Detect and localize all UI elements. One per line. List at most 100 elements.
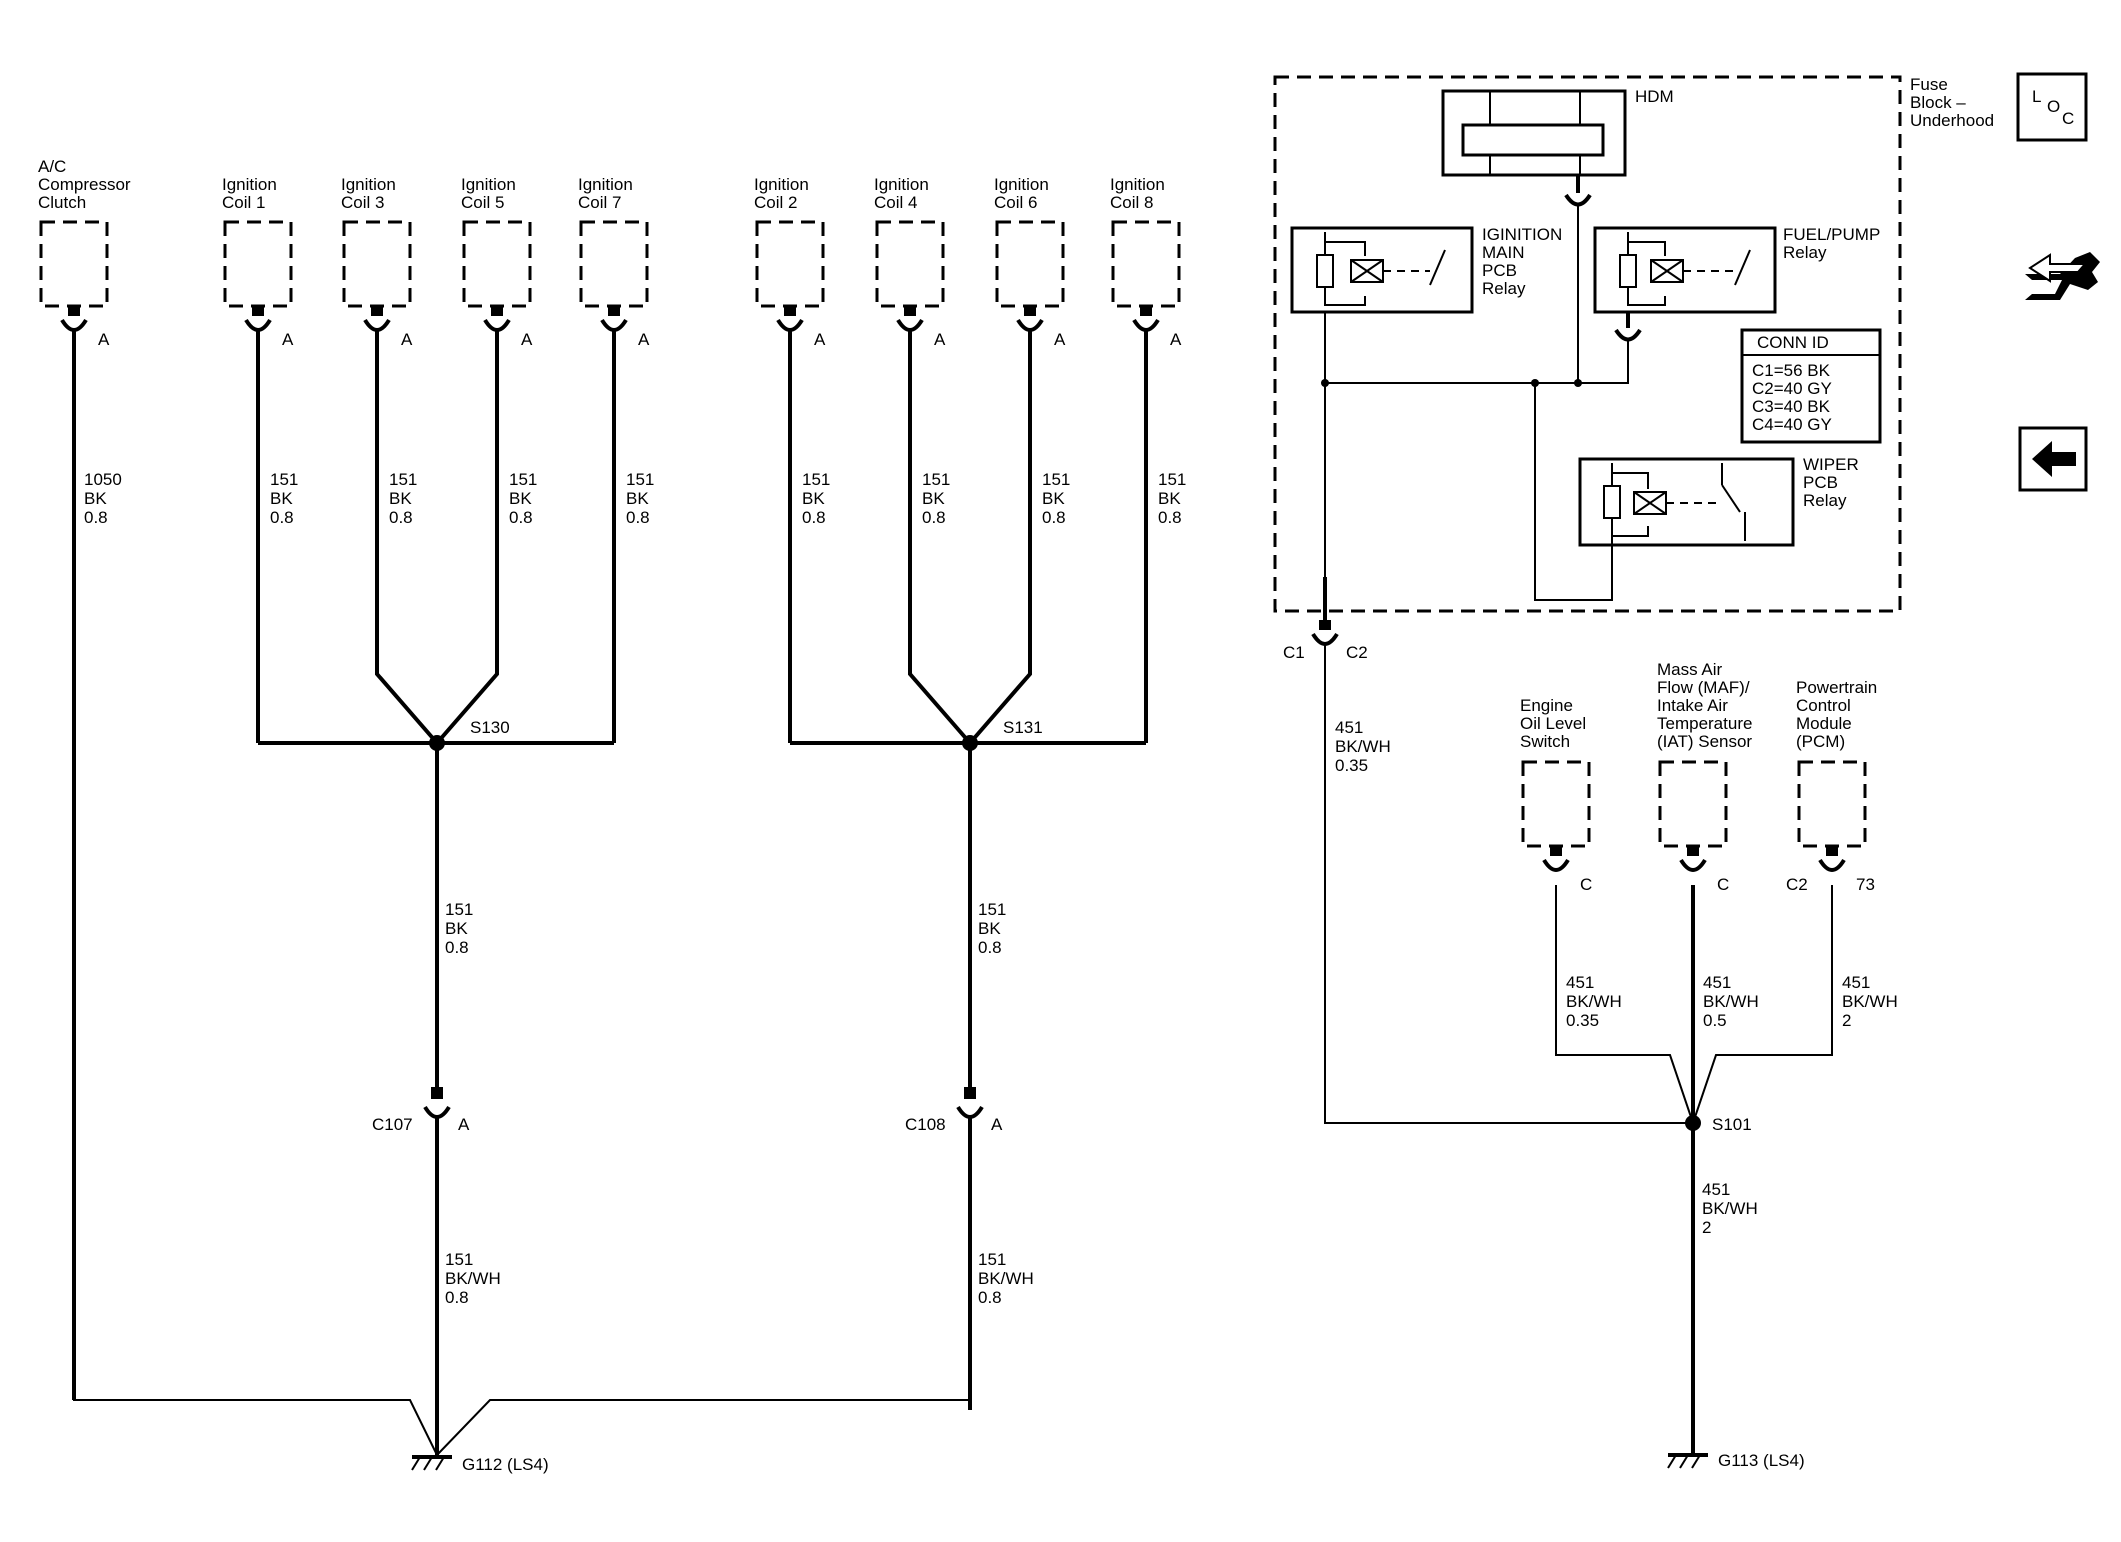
component-name-line: Coil 4 bbox=[874, 193, 917, 212]
g113-ground-symbol: G113 (LS4) bbox=[1667, 1451, 1805, 1470]
g113-label: G113 (LS4) bbox=[1718, 1451, 1805, 1470]
c108-connector: C108 A bbox=[905, 1087, 1003, 1410]
harness-icon[interactable] bbox=[2025, 252, 2100, 300]
wire-label: 151 bbox=[802, 470, 830, 489]
component-name-line: Ignition bbox=[222, 175, 277, 194]
s130-v-wires bbox=[375, 332, 499, 747]
svg-text:PCB: PCB bbox=[1803, 473, 1838, 492]
c108-label: C108 bbox=[905, 1115, 946, 1134]
fuse-block-underhood bbox=[1273, 75, 1902, 613]
wire-label: BK bbox=[1042, 489, 1065, 508]
component-name-line: Oil Level bbox=[1520, 714, 1586, 733]
component-name-line: Flow (MAF)/ bbox=[1657, 678, 1750, 697]
component-box bbox=[755, 220, 825, 308]
wire-label: 151 bbox=[270, 470, 298, 489]
s101-label: S101 bbox=[1712, 1115, 1752, 1134]
fuse-c2-label: C2 bbox=[1346, 643, 1368, 662]
pin-label: A bbox=[401, 330, 413, 349]
hdm-module: HDM bbox=[1441, 87, 1674, 383]
svg-text:0.8: 0.8 bbox=[978, 938, 1002, 957]
svg-text:451: 451 bbox=[1335, 718, 1363, 737]
component-name-line: Clutch bbox=[38, 193, 86, 212]
wire-label: BK bbox=[802, 489, 825, 508]
s131-v-wires bbox=[908, 332, 1032, 747]
component-name-line: Ignition bbox=[754, 175, 809, 194]
svg-text:Relay: Relay bbox=[1783, 243, 1827, 262]
component-name-line: Coil 1 bbox=[222, 193, 265, 212]
fuse-block-title: Fuse Block – Underhood bbox=[1910, 75, 1994, 130]
wire-label: BK/WH bbox=[1566, 992, 1622, 1011]
component-name-line: Coil 6 bbox=[994, 193, 1037, 212]
wire-label: 151 bbox=[1158, 470, 1186, 489]
s101-ground-wire-label: 451 BK/WH 2 bbox=[1702, 1180, 1758, 1237]
c108-ground-wire-label: 151 BK/WH 0.8 bbox=[978, 1250, 1034, 1307]
wire-label: 0.8 bbox=[922, 508, 946, 527]
svg-text:C1=56 BK: C1=56 BK bbox=[1752, 361, 1831, 380]
pin-label: A bbox=[1054, 330, 1066, 349]
wire-label: 0.5 bbox=[1703, 1011, 1727, 1030]
loc-icon[interactable]: L O C bbox=[2016, 72, 2088, 142]
svg-text:151: 151 bbox=[445, 1250, 473, 1269]
svg-text:151: 151 bbox=[445, 900, 473, 919]
svg-text:151: 151 bbox=[978, 900, 1006, 919]
component-box bbox=[579, 220, 649, 308]
component-box bbox=[1797, 760, 1867, 848]
back-arrow-icon[interactable] bbox=[2018, 426, 2088, 492]
component-name-line: Temperature bbox=[1657, 714, 1752, 733]
s131-ground-run bbox=[436, 1399, 970, 1456]
component-name-line: Ignition bbox=[341, 175, 396, 194]
hdm-label: HDM bbox=[1635, 87, 1674, 106]
wire-label: BK/WH bbox=[1703, 992, 1759, 1011]
svg-text:Underhood: Underhood bbox=[1910, 111, 1994, 130]
fuse-block-out-wire-label: 451 BK/WH 0.35 bbox=[1335, 718, 1391, 775]
wire-label: 451 bbox=[1842, 973, 1870, 992]
g112-ground-symbol: G112 (LS4) bbox=[411, 1455, 549, 1474]
junction-dot-ign bbox=[1321, 379, 1329, 387]
component-pcm: PowertrainControlModule(PCM)73C2451BK/WH… bbox=[1786, 678, 1898, 1030]
wire-label: 0.8 bbox=[84, 508, 108, 527]
s130-label: S130 bbox=[470, 718, 510, 737]
conn-id-title: CONN ID bbox=[1757, 333, 1829, 352]
component-name-line: Control bbox=[1796, 696, 1851, 715]
svg-text:IGINITION: IGINITION bbox=[1482, 225, 1562, 244]
c108-pin: A bbox=[991, 1115, 1003, 1134]
svg-text:2: 2 bbox=[1702, 1218, 1711, 1237]
pin-label: A bbox=[521, 330, 533, 349]
component-name-line: Ignition bbox=[578, 175, 633, 194]
svg-text:BK: BK bbox=[445, 919, 468, 938]
wire-label: 151 bbox=[922, 470, 950, 489]
svg-text:BK/WH: BK/WH bbox=[1702, 1199, 1758, 1218]
component-box bbox=[1111, 220, 1181, 308]
c107-connector: C107 A bbox=[372, 1087, 470, 1410]
wire-label: 451 bbox=[1703, 973, 1731, 992]
pin-label: C bbox=[1580, 875, 1592, 894]
svg-text:C3=40 BK: C3=40 BK bbox=[1752, 397, 1831, 416]
svg-text:0.8: 0.8 bbox=[445, 938, 469, 957]
c107-pin: A bbox=[458, 1115, 470, 1134]
wire-label: 151 bbox=[509, 470, 537, 489]
svg-text:0.35: 0.35 bbox=[1335, 756, 1368, 775]
pin-label: C bbox=[1717, 875, 1729, 894]
wire-label: 0.8 bbox=[1042, 508, 1066, 527]
wire-label: BK bbox=[922, 489, 945, 508]
wire-label: 1050 bbox=[84, 470, 122, 489]
svg-text:151: 151 bbox=[978, 1250, 1006, 1269]
component-box bbox=[875, 220, 945, 308]
svg-text:Block –: Block – bbox=[1910, 93, 1966, 112]
oil-wire-run bbox=[1555, 885, 1694, 1124]
pin-label: A bbox=[934, 330, 946, 349]
wire-label: 151 bbox=[626, 470, 654, 489]
component-name-line: Ignition bbox=[1110, 175, 1165, 194]
ignition-main-pcb-relay: IGINITION MAIN PCB Relay bbox=[1290, 225, 1562, 577]
wire-label: 0.8 bbox=[802, 508, 826, 527]
